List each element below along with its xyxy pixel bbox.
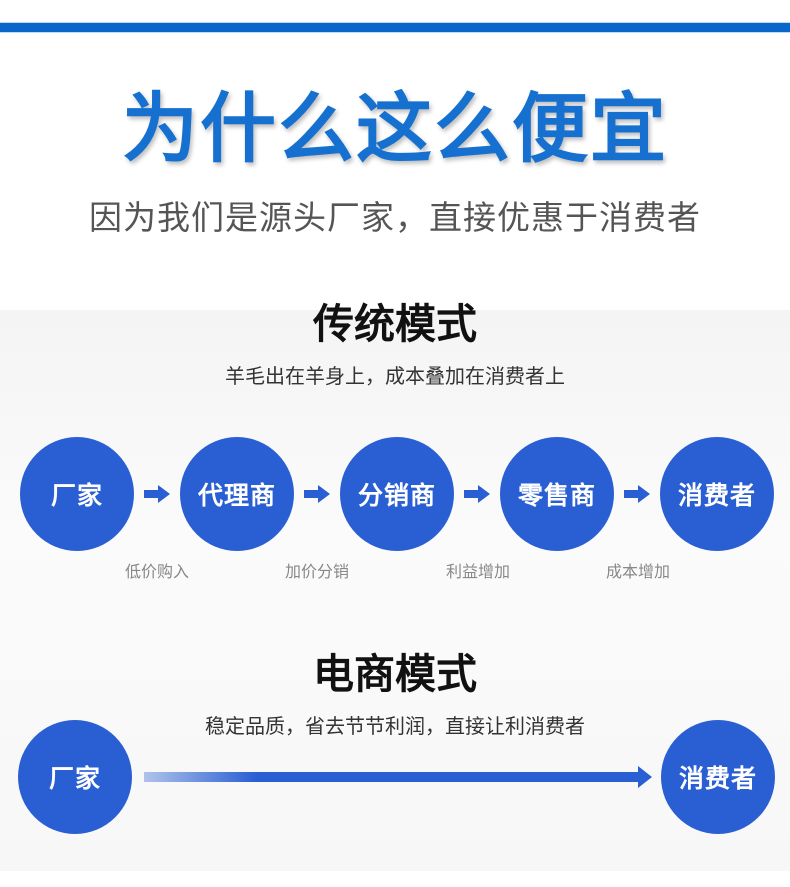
right-arrow-icon (624, 485, 650, 503)
traditional-model-subtitle: 羊毛出在羊身上，成本叠加在消费者上 (225, 364, 565, 388)
node-manufacturer: 厂家 (18, 720, 132, 834)
ecommerce-model-title: 电商模式 (313, 650, 477, 698)
right-arrow-icon (144, 485, 170, 503)
step-label: 低价购入 (124, 562, 189, 581)
step-label: 成本增加 (605, 562, 670, 581)
node-consumer: 消费者 (660, 437, 774, 551)
traditional-model-title: 传统模式 (313, 300, 477, 348)
top-accent-bar (0, 23, 790, 32)
node-label: 分销商 (357, 481, 436, 510)
right-arrow-icon (304, 485, 330, 503)
node-label: 代理商 (197, 481, 276, 510)
node-label: 消费者 (677, 481, 756, 510)
node-retailer: 零售商 (500, 437, 614, 551)
node-consumer: 消费者 (661, 720, 775, 834)
page-subtitle: 因为我们是源头厂家，直接优惠于消费者 (89, 198, 701, 237)
ecommerce-model-subtitle: 稳定品质，省去节节利润，直接让利消费者 (205, 714, 585, 738)
node-label: 厂家 (48, 764, 101, 793)
node-label: 厂家 (50, 481, 103, 510)
long-right-arrow-icon (144, 766, 652, 788)
node-distributor: 分销商 (340, 437, 454, 551)
node-agent: 代理商 (180, 437, 294, 551)
step-label: 利益增加 (445, 562, 510, 581)
node-manufacturer: 厂家 (20, 437, 134, 551)
step-label: 加价分销 (284, 562, 349, 581)
node-label: 消费者 (678, 764, 757, 793)
right-arrow-icon (464, 485, 490, 503)
page-title: 为什么这么便宜 (122, 84, 668, 173)
node-label: 零售商 (517, 481, 596, 510)
